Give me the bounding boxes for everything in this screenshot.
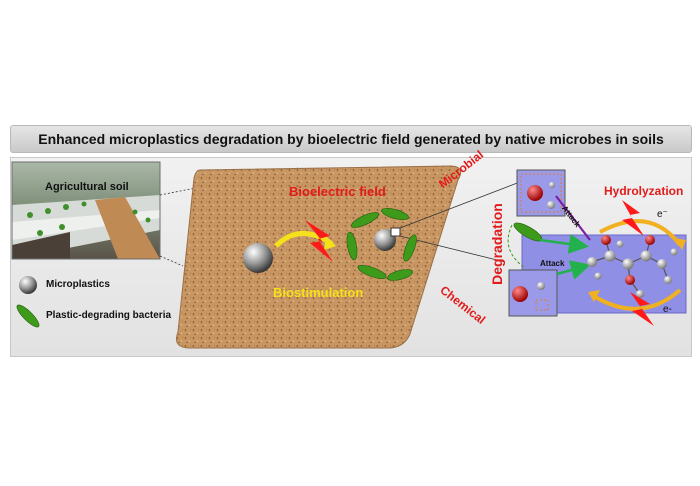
- hydrogen-atom: [549, 182, 555, 188]
- lightning-icon: [305, 220, 333, 262]
- electron-flow-top: [599, 219, 682, 247]
- bioelectric-field-label: Bioelectric field: [289, 184, 386, 199]
- lightning-icon: [630, 292, 654, 326]
- attack-arrow-left: [556, 260, 591, 280]
- inset-top-dash: [520, 173, 562, 213]
- agricultural-soil-photo: [11, 161, 161, 260]
- oxygen-atom: [527, 185, 543, 201]
- biostimulation-arrowhead: [324, 236, 336, 250]
- zoom-line-bottom: [159, 255, 184, 267]
- molecule-atoms: [587, 235, 678, 298]
- hydrogen-atom: [537, 282, 545, 290]
- title-banner: Enhanced microplastics degradation by bi…: [10, 125, 692, 153]
- inset-left-dash: [535, 299, 549, 311]
- microplastic-sphere: [243, 243, 273, 273]
- oxygen-atom: [512, 286, 528, 302]
- electron-label-top: e⁻: [657, 209, 668, 220]
- photo-label: Agricultural soil: [45, 181, 129, 193]
- zoom-box: [390, 227, 401, 237]
- attack-label-left: Attack: [540, 259, 565, 268]
- hydrogen-atom: [547, 201, 555, 209]
- legend-bacteria: Plastic-degrading bacteria: [46, 310, 172, 321]
- electron-flow-bottom: [590, 288, 682, 311]
- electron-label-bottom: e-: [663, 304, 672, 315]
- bacteria-cluster: [346, 208, 417, 281]
- attack-arrow-top: [555, 195, 591, 241]
- electron-flow-bottom-head: [588, 290, 600, 302]
- legend-microplastic-icon: [19, 276, 37, 294]
- lightning-icon: [622, 200, 644, 236]
- legend-microplastics: Microplastics: [46, 279, 110, 290]
- electron-flow-top-head: [674, 238, 686, 250]
- hydrolyzation-label: Hydrolyzation: [604, 184, 684, 198]
- biostimulation-label: Biostimulation: [273, 285, 364, 300]
- legend-bacteria-icon: [16, 304, 40, 328]
- zoom-line-mechanism-bottom: [399, 235, 506, 263]
- title: Enhanced microplastics degradation by bi…: [38, 131, 664, 147]
- bacterium-attack-arrow: [539, 234, 589, 254]
- degradation-label: Degradation: [489, 203, 505, 285]
- zoom-line-mechanism-top: [399, 179, 526, 229]
